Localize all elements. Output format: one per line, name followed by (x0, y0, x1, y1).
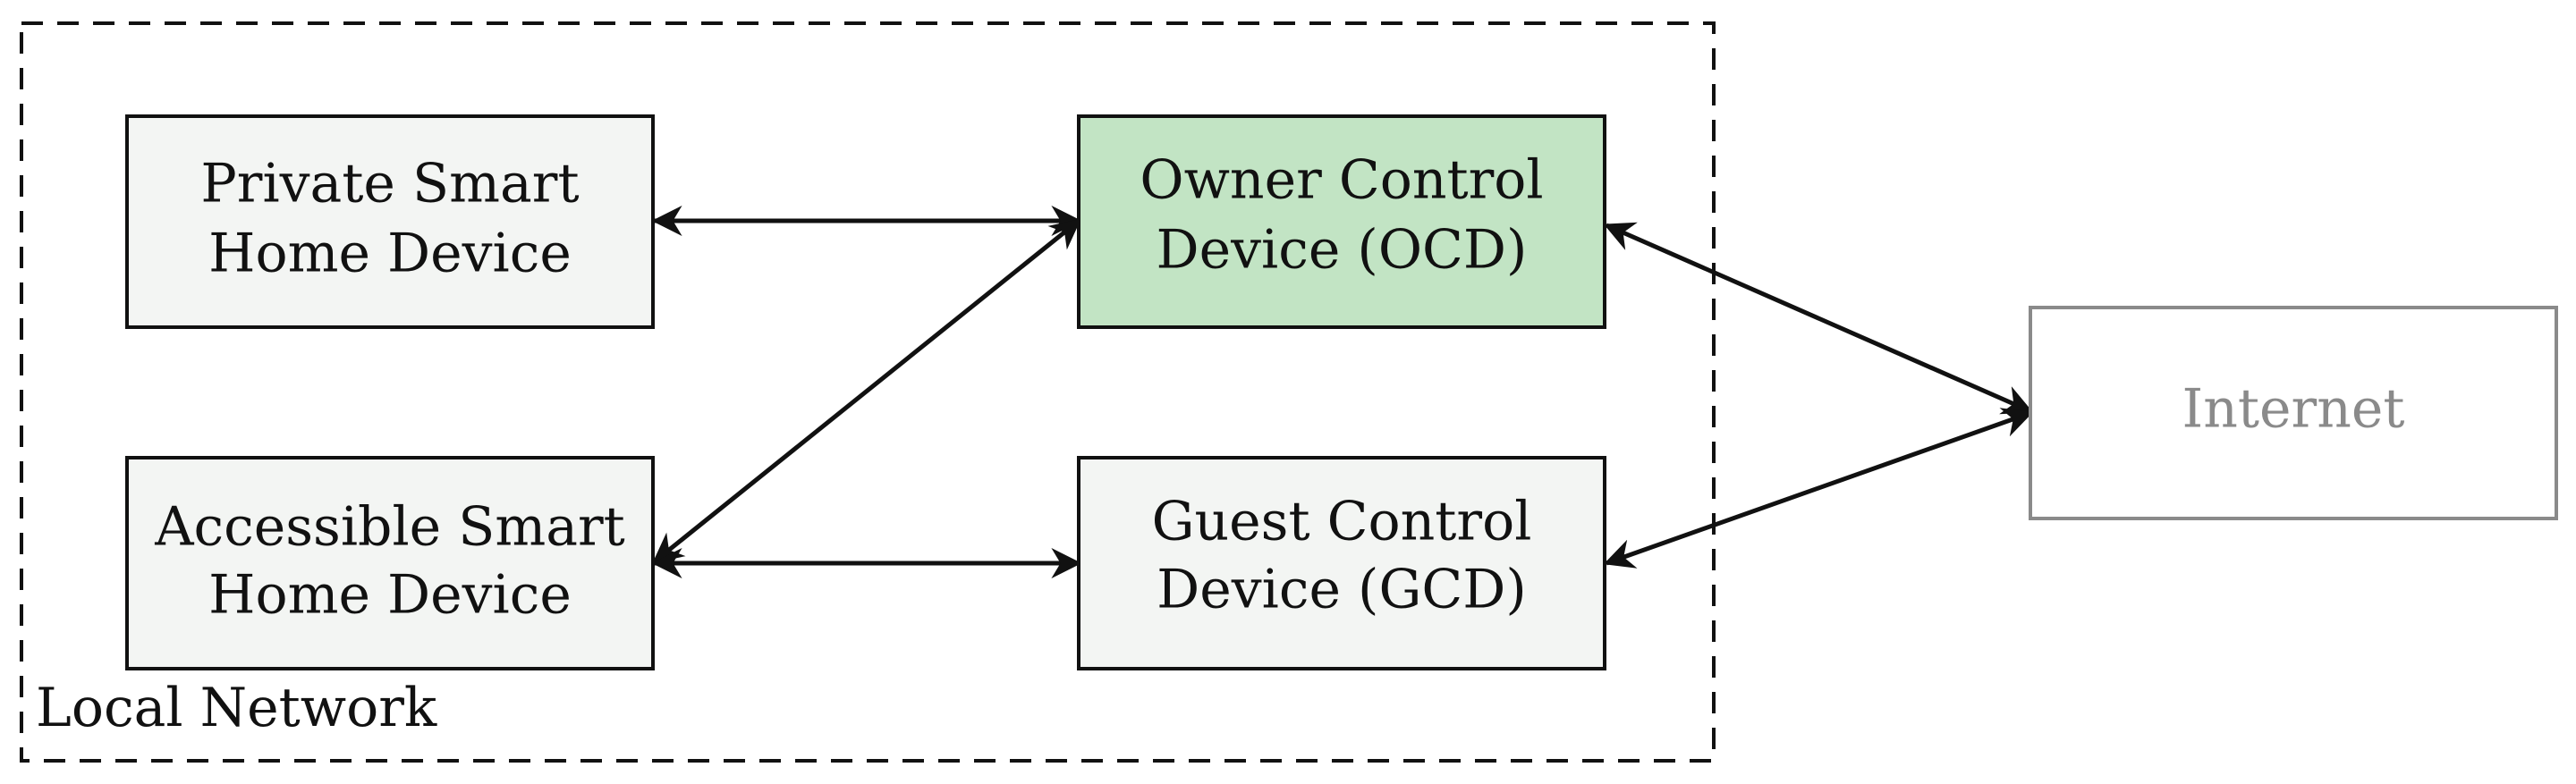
node-accessible-smart-home-device: Accessible Smart Home Device (125, 456, 655, 670)
node-owner-control-device: Owner Control Device (OCD) (1077, 114, 1606, 329)
local-network-region: Local Network (20, 21, 1716, 763)
private-device-box (125, 114, 655, 329)
node-guest-control-device: Guest Control Device (GCD) (1077, 456, 1606, 670)
private-device-label-line1: Private Smart (200, 153, 579, 215)
edge-ocd-internet (1603, 222, 2034, 415)
accessible-device-box (125, 456, 655, 670)
gcd-label-line1: Guest Control (1152, 491, 1532, 553)
accessible-device-label-line2: Home Device (208, 564, 572, 627)
gcd-label-line2: Device (GCD) (1157, 559, 1527, 621)
ocd-label-line2: Device (OCD) (1157, 219, 1528, 282)
edge-accessible-ocd (652, 218, 1081, 564)
node-private-smart-home-device: Private Smart Home Device (125, 114, 655, 329)
internet-box (2029, 306, 2558, 520)
private-device-label-line2: Home Device (208, 223, 572, 285)
accessible-device-label-line1: Accessible Smart (154, 496, 625, 559)
node-internet: Internet (2029, 306, 2558, 520)
edge-gcd-internet (1603, 408, 2034, 569)
edges (651, 206, 2034, 578)
ocd-label-line1: Owner Control (1140, 149, 1543, 212)
local-network-label: Local Network (36, 677, 437, 739)
ocd-box (1077, 114, 1606, 329)
internet-label: Internet (2182, 378, 2405, 441)
gcd-box (1077, 456, 1606, 670)
local-network-boundary (20, 21, 1716, 763)
